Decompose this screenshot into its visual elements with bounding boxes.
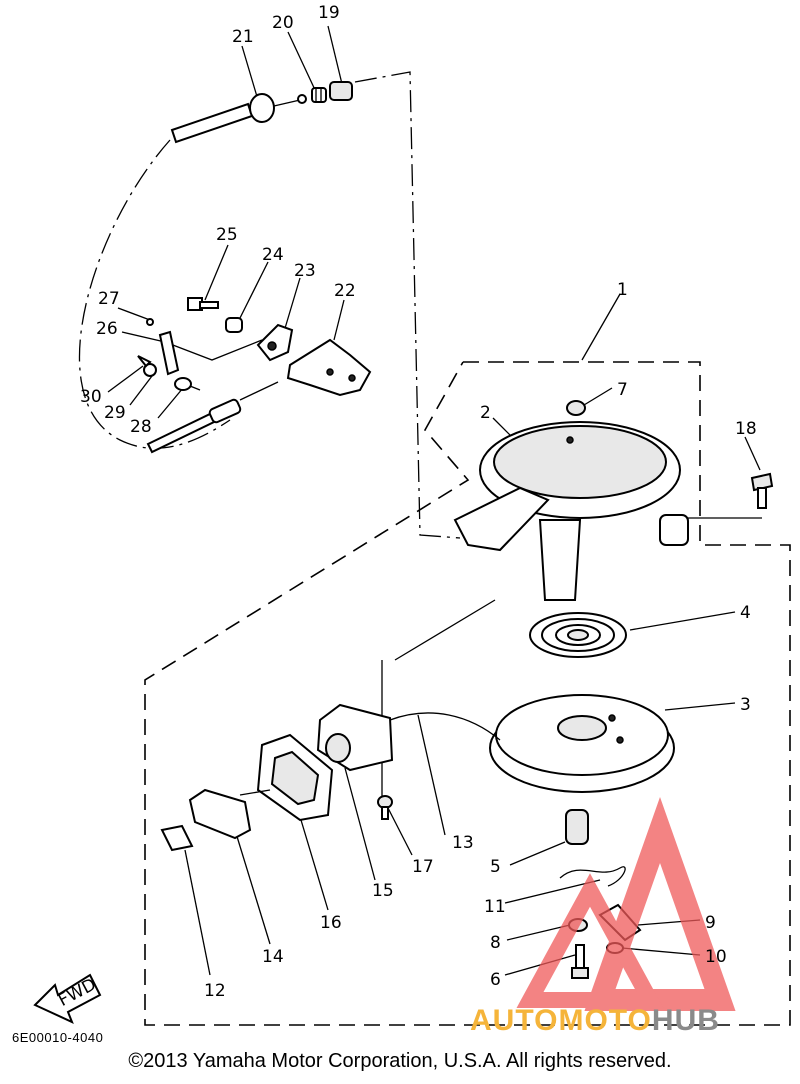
cable-routing-lines <box>78 71 461 539</box>
starter-rope-13 <box>389 712 501 741</box>
callout-2: 2 <box>480 403 491 423</box>
callout-18: 18 <box>735 419 757 439</box>
callout-21: 21 <box>232 27 254 47</box>
callout-12: 12 <box>204 981 226 1001</box>
callout-19: 19 <box>318 3 340 23</box>
bolt-17 <box>377 795 393 820</box>
watermark-logo <box>516 796 736 1011</box>
rope-guide-15 <box>316 703 394 772</box>
callout-25: 25 <box>216 225 238 245</box>
callout-6: 6 <box>490 970 501 990</box>
diagram-code: 6E00010-4040 <box>12 1030 104 1045</box>
assembly-boundary <box>144 361 791 1026</box>
callout-20: 20 <box>272 13 294 33</box>
fwd-arrow-icon: FWD <box>33 973 102 1024</box>
callout-15: 15 <box>372 881 394 901</box>
seal-12 <box>160 824 194 852</box>
spring-part-20 <box>311 87 327 103</box>
callout-4: 4 <box>740 603 751 623</box>
callout-numbers: 1 2 3 4 5 6 7 8 9 10 11 12 13 14 15 16 1… <box>80 3 757 1001</box>
callout-28: 28 <box>130 417 152 437</box>
callout-8: 8 <box>490 933 501 953</box>
bolt-25 <box>187 297 219 311</box>
joint-part-19 <box>329 81 353 101</box>
callout-7: 7 <box>617 380 628 400</box>
bolt-18 <box>750 472 774 509</box>
callout-26: 26 <box>96 319 118 339</box>
bolt-6 <box>571 944 589 979</box>
leader-lines <box>107 25 762 976</box>
collar-24 <box>225 317 243 333</box>
callout-10: 10 <box>705 947 727 967</box>
callout-24: 24 <box>262 245 284 265</box>
nut-7 <box>566 400 586 416</box>
callout-1: 1 <box>617 280 628 300</box>
link-rod-26 <box>146 318 180 376</box>
callout-23: 23 <box>294 261 316 281</box>
lower-cable <box>146 381 279 454</box>
bushing-5 <box>565 809 589 845</box>
sheave-drum-3 <box>489 694 675 793</box>
throttle-cable-end <box>170 93 307 144</box>
callout-29: 29 <box>104 403 126 423</box>
callout-22: 22 <box>334 281 356 301</box>
lever-23 <box>256 323 294 362</box>
grip-14 <box>188 788 271 840</box>
watermark-text-1: AUTOMOTOHUB <box>470 1004 720 1037</box>
callout-3: 3 <box>740 695 751 715</box>
bracket-22 <box>286 338 372 397</box>
washer-29-30 <box>137 355 157 377</box>
callout-17: 17 <box>412 857 434 877</box>
copyright-notice: ©2013 Yamaha Motor Corporation, U.S.A. A… <box>128 1050 672 1072</box>
callout-9: 9 <box>705 913 716 933</box>
starter-handle-16 <box>256 733 334 822</box>
callout-27: 27 <box>98 289 120 309</box>
callout-14: 14 <box>262 947 284 967</box>
callout-5: 5 <box>490 857 501 877</box>
spiral-spring-4 <box>529 612 627 658</box>
callout-16: 16 <box>320 913 342 933</box>
callout-30: 30 <box>80 387 102 407</box>
pin-28 <box>174 377 201 391</box>
callout-13: 13 <box>452 833 474 853</box>
spring-11 <box>559 866 626 887</box>
starter-case-2 <box>453 421 689 601</box>
callout-11: 11 <box>484 897 506 917</box>
